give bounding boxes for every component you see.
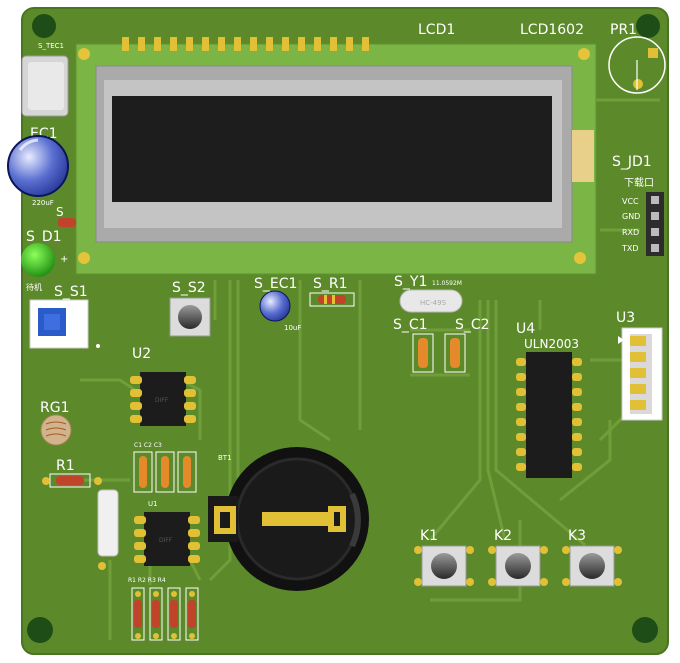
- led-s-d1: [21, 243, 55, 277]
- label-led-plus: +: [60, 254, 68, 265]
- label-s-small: S: [56, 205, 64, 219]
- label-vcc: VCC: [622, 197, 639, 206]
- label-small-caps: C1 C2 C3: [134, 442, 162, 449]
- label-s-jd1-note: 下载口: [624, 177, 654, 189]
- s-s2-button: [169, 297, 211, 337]
- s-ec1-capacitor: [259, 290, 291, 322]
- sensor-cylinder: [97, 489, 119, 570]
- ec1-capacitor: [7, 135, 69, 197]
- lcd-screen: [112, 96, 552, 202]
- s-jd1-header: [646, 192, 664, 256]
- label-gnd: GND: [622, 212, 640, 221]
- mount-hole-bottom-right: [632, 617, 658, 643]
- label-s-d1: S_D1: [26, 229, 62, 245]
- label-r1: R1: [56, 458, 75, 474]
- label-s-r1: S_R1: [313, 276, 348, 292]
- s-s1-dot: [96, 344, 100, 348]
- small-capacitors: [133, 451, 197, 493]
- label-rg1: RG1: [40, 400, 69, 416]
- usb-connector: [21, 55, 69, 117]
- label-u2: U2: [132, 346, 151, 362]
- s-y1-crystal: [399, 289, 463, 313]
- label-s-c1: S_C1: [393, 317, 428, 333]
- lcd-mount-holes: [78, 48, 590, 264]
- label-lcd1: LCD1: [418, 22, 455, 38]
- lcd-pin-row: [122, 37, 369, 51]
- u3-header: [618, 327, 663, 421]
- label-u4: U4: [516, 321, 535, 337]
- battery-holder: [208, 447, 369, 591]
- label-crystal: HC-49S: [420, 299, 447, 307]
- label-s-y1: S_Y1: [394, 274, 427, 290]
- u2-chip-mark: DIFF: [155, 397, 169, 404]
- u4-chip: [516, 352, 582, 478]
- label-txd: TXD: [621, 244, 639, 253]
- label-k3: K3: [568, 528, 586, 544]
- s-c2-capacitor: [444, 333, 466, 373]
- label-small-u: U1: [148, 500, 158, 508]
- u1-chip: [134, 512, 200, 566]
- label-batt: BT1: [218, 454, 232, 462]
- label-lcd1602: LCD1602: [520, 22, 584, 38]
- label-s-s1: S_S1: [54, 284, 88, 300]
- label-s-c2: S_C2: [455, 317, 490, 333]
- k3-button: [562, 545, 622, 587]
- s-r1-resistor: [309, 292, 355, 307]
- lcd-module: [75, 37, 597, 275]
- label-rxd: RXD: [622, 228, 639, 237]
- label-d1-note: 待机: [26, 282, 42, 292]
- label-ec1-value: 220uF: [32, 199, 54, 207]
- label-uln2003: ULN2003: [524, 337, 579, 351]
- s-s1-switch: [29, 299, 89, 349]
- label-s-s2: S_S2: [172, 280, 206, 296]
- label-pr1: PR1: [610, 22, 637, 38]
- label-s-y1-note: 11.0592M: [432, 280, 462, 287]
- label-u3: U3: [616, 310, 635, 326]
- mount-hole-top-right: [636, 14, 660, 38]
- label-s-ec1: S_EC1: [254, 276, 297, 292]
- small-resistor-s: [58, 218, 76, 227]
- label-k1: K1: [420, 528, 438, 544]
- mount-hole-top-left: [32, 14, 56, 38]
- label-small-res: R1 R2 R3 R4: [128, 577, 166, 584]
- u2-chip: [130, 372, 196, 426]
- k2-button: [488, 545, 548, 587]
- rg1-photoresistor: [40, 414, 72, 446]
- k1-button: [414, 545, 474, 587]
- lcd-connector: [572, 130, 594, 182]
- s-c1-capacitor: [412, 333, 434, 373]
- label-s-ec1-value: 10uF: [284, 324, 301, 332]
- u1-chip-mark: DIFF: [159, 537, 173, 544]
- label-s-tec1: S_TEC1: [38, 42, 64, 50]
- label-k2: K2: [494, 528, 512, 544]
- pr1-potentiometer: [608, 36, 666, 94]
- mount-hole-bottom-left: [27, 617, 53, 643]
- label-s-jd1: S_JD1: [612, 154, 652, 170]
- small-resistors: [131, 587, 199, 641]
- r1-resistor: [42, 473, 102, 488]
